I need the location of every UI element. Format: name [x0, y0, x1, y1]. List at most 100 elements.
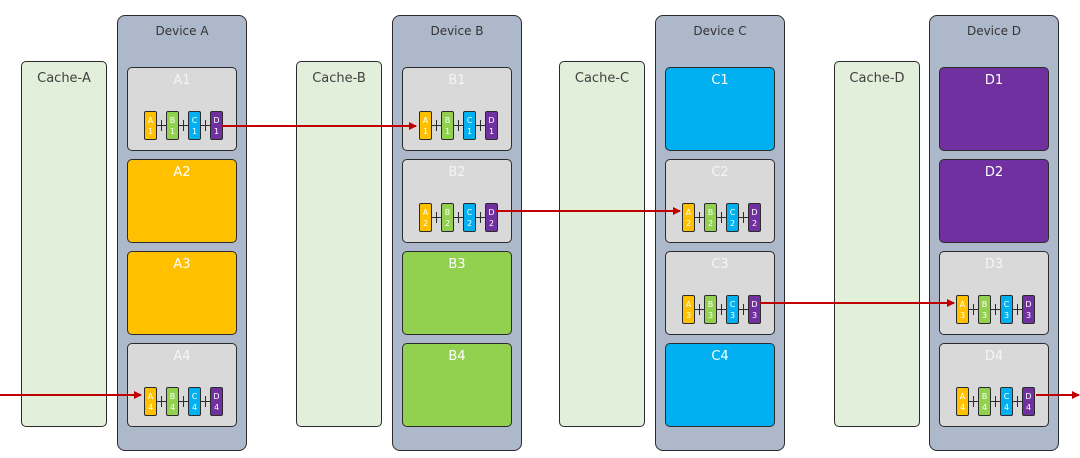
cache-label: Cache-B: [312, 71, 366, 86]
stage-cell-local: A3: [127, 251, 237, 335]
mini-block-letter: A: [959, 392, 966, 401]
plus-connector-icon: [476, 120, 485, 131]
cache-panel: Cache-B: [296, 61, 382, 427]
plus-connector-icon: [991, 304, 1000, 315]
plus-connector-icon: [432, 212, 441, 223]
mini-block-letter: B: [707, 300, 714, 309]
plus-connector-icon: [1013, 396, 1022, 407]
mini-block-letter: D: [213, 392, 220, 401]
mini-block-letter: D: [213, 116, 220, 125]
plus-connector-icon: [695, 212, 704, 223]
mini-block-index: 3: [685, 311, 692, 320]
stage-cell-local: C4: [665, 343, 775, 427]
stage-cell-label: A3: [173, 257, 191, 272]
stage-cell-local: C1: [665, 67, 775, 151]
stage-cell-label: A1: [173, 73, 191, 88]
mini-block-index: 3: [981, 311, 988, 320]
mini-block-index: 4: [191, 403, 198, 412]
plus-connector-icon: [157, 396, 166, 407]
mini-block-letter: A: [422, 116, 429, 125]
mini-block-index: 3: [1003, 311, 1010, 320]
mini-block-index: 4: [981, 403, 988, 412]
device-label: Device A: [155, 24, 209, 38]
mini-block-index: 1: [422, 127, 429, 136]
mini-block-index: 4: [959, 403, 966, 412]
mini-block-letter: D: [488, 208, 495, 217]
stage-cell-label: B2: [448, 165, 466, 180]
device-label: Device C: [693, 24, 747, 38]
cache-label: Cache-D: [849, 71, 905, 86]
stage-cell-label: C1: [711, 73, 729, 88]
mini-block-letter: B: [707, 208, 714, 217]
cache-label: Cache-C: [574, 71, 630, 86]
plus-connector-icon: [432, 120, 441, 131]
mini-block-index: 3: [729, 311, 736, 320]
mini-block-letter: C: [729, 300, 736, 309]
plus-connector-icon: [476, 212, 485, 223]
mini-block-letter: A: [147, 392, 154, 401]
mini-block-index: 2: [685, 219, 692, 228]
cache-panel: Cache-A: [21, 61, 107, 427]
cache-panel: Cache-D: [834, 61, 920, 427]
mini-block-letter: B: [981, 392, 988, 401]
mini-block-index: 3: [959, 311, 966, 320]
stage-cell-label: B1: [448, 73, 466, 88]
stage-cell-local: A2: [127, 159, 237, 243]
mini-block-letter: D: [751, 208, 758, 217]
mini-block-index: 2: [444, 219, 451, 228]
plus-connector-icon: [157, 120, 166, 131]
plus-connector-icon: [717, 212, 726, 223]
mini-block-letter: C: [1003, 392, 1010, 401]
mini-block-index: 4: [1003, 403, 1010, 412]
mini-block-letter: D: [751, 300, 758, 309]
stage-cell-label: A2: [173, 165, 191, 180]
mini-block-index: 1: [191, 127, 198, 136]
mini-block-letter: C: [466, 116, 473, 125]
stage-cell-label: B4: [448, 349, 466, 364]
plus-connector-icon: [717, 304, 726, 315]
mini-block-index: 3: [1025, 311, 1032, 320]
stage-cell-label: D2: [984, 165, 1004, 180]
plus-connector-icon: [201, 120, 210, 131]
plus-connector-icon: [695, 304, 704, 315]
stage-cell-label: A4: [173, 349, 191, 364]
mini-block-letter: A: [959, 300, 966, 309]
mini-block-letter: D: [1025, 300, 1032, 309]
mini-block-letter: B: [981, 300, 988, 309]
mini-block-index: 2: [751, 219, 758, 228]
mini-block-letter: B: [444, 116, 451, 125]
mini-block-letter: B: [169, 116, 176, 125]
plus-connector-icon: [454, 212, 463, 223]
plus-connector-icon: [454, 120, 463, 131]
